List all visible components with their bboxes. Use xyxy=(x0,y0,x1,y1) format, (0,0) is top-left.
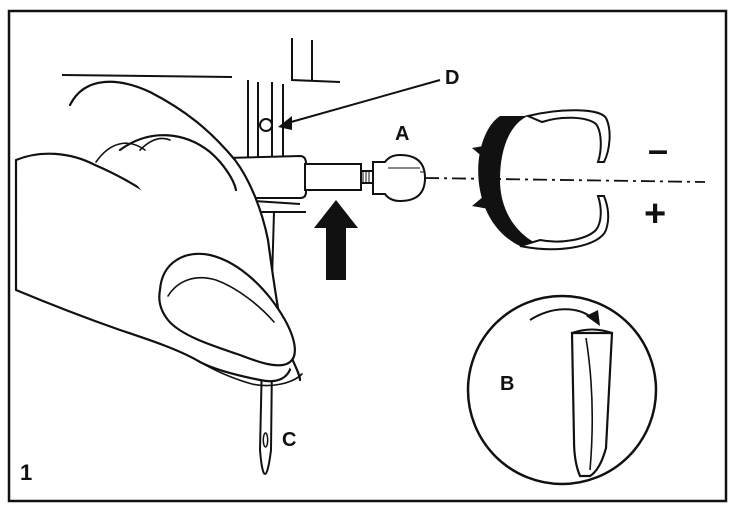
up-arrow xyxy=(314,200,358,280)
pointer-d xyxy=(278,79,441,130)
figure-number: 1 xyxy=(20,460,32,485)
label-d: D xyxy=(445,67,459,89)
thread-guide-hole xyxy=(259,118,273,132)
label-b: B xyxy=(500,373,514,395)
plus-sign: + xyxy=(644,193,666,235)
rotation-symbol xyxy=(472,109,611,251)
minus-sign: – xyxy=(648,129,668,170)
machine-head xyxy=(61,38,341,160)
inset-detail xyxy=(466,294,658,486)
hand xyxy=(14,80,303,387)
label-c: C xyxy=(282,429,296,451)
axis-line xyxy=(424,177,706,183)
label-a: A xyxy=(395,123,409,145)
